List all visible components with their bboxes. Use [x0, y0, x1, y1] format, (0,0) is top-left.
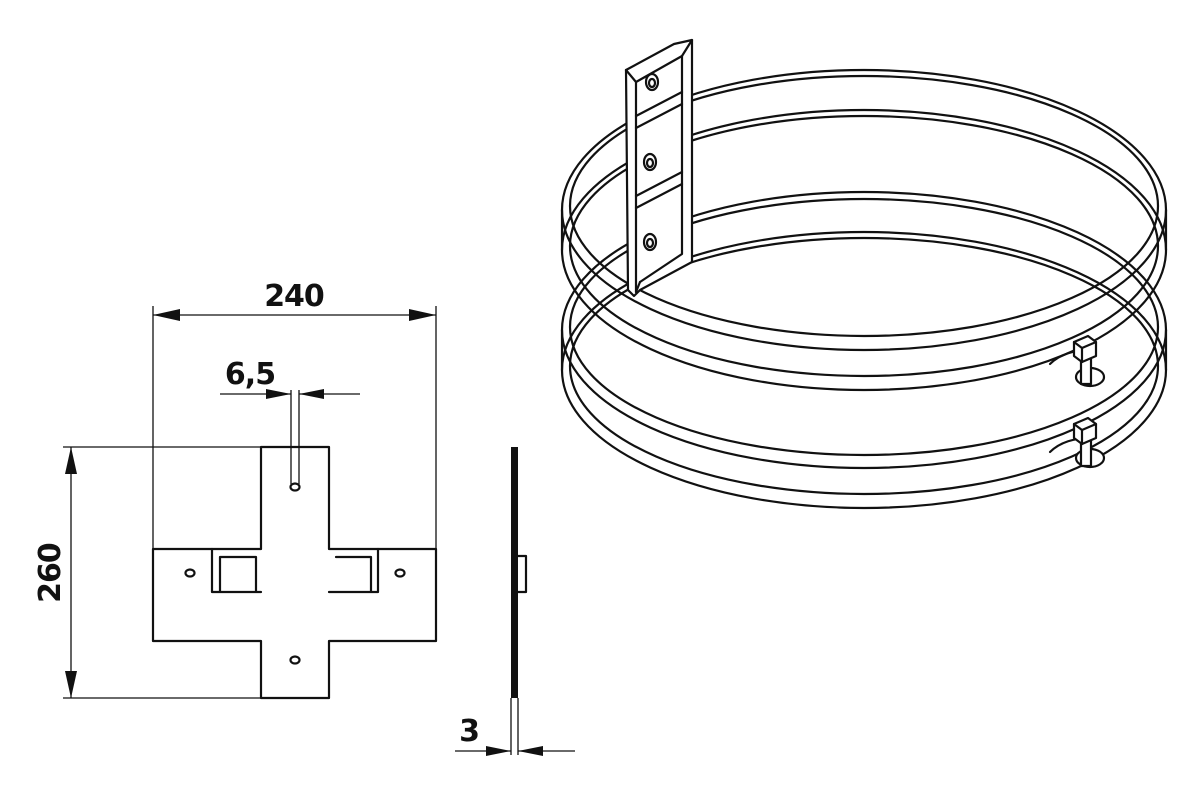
side-tab [516, 554, 528, 594]
vertical-bracket [624, 38, 694, 298]
width-label: 240 [264, 279, 324, 314]
plate-slot-right [327, 547, 380, 594]
dimension-height: 260 [33, 446, 261, 699]
plate-front-view [151, 445, 438, 700]
side-plate [511, 447, 518, 698]
hole-label: 6,5 [225, 357, 275, 392]
hole-top [289, 482, 301, 492]
plate-side-view: 3 [455, 447, 575, 756]
upper-band [560, 68, 1168, 392]
dimension-hole: 6,5 [220, 357, 360, 484]
thickness-label: 3 [459, 714, 479, 749]
dimension-width: 240 [152, 279, 437, 549]
height-label: 260 [33, 543, 68, 603]
hole-left [184, 568, 196, 578]
arrow-right [409, 309, 436, 321]
arrow-thick-right [518, 746, 543, 756]
lower-band [560, 190, 1168, 510]
bolt-lower [1048, 416, 1106, 469]
bracket-hole-1 [644, 72, 660, 92]
bracket-hole-3 [642, 232, 658, 252]
bracket-hole-2 [642, 152, 658, 172]
arrow-hole-left [266, 389, 291, 399]
arrow-thick-left [486, 746, 511, 756]
arrow-hole-right [299, 389, 324, 399]
plate-slot-left [210, 547, 263, 594]
bolt-upper [1048, 334, 1106, 388]
arrow-down [65, 671, 77, 698]
hole-right [394, 568, 406, 578]
ring-clamp-isometric [560, 38, 1168, 510]
arrow-up [65, 447, 77, 474]
arrow-left [153, 309, 180, 321]
hole-bottom [289, 655, 301, 665]
